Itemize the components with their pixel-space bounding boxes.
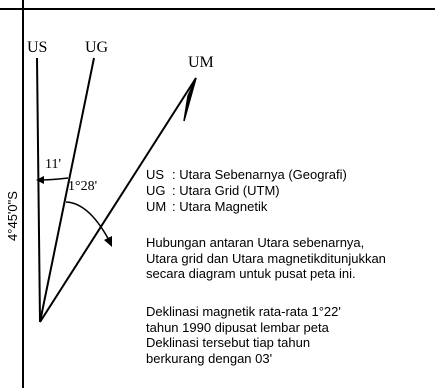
legend-text: : Utara Magnetik bbox=[172, 199, 268, 214]
description-paragraph: Hubungan antaran Utara sebenarnya, Utara… bbox=[146, 235, 386, 282]
latitude-label: 4°45'0"S bbox=[5, 191, 20, 241]
true-north-line bbox=[36, 57, 41, 323]
legend-row-us: US : Utara Sebenarnya (Geografi) bbox=[146, 167, 347, 182]
magnetic-north-arrowhead bbox=[183, 77, 197, 122]
angle-arc-ug-um bbox=[65, 201, 112, 245]
legend-code: UM bbox=[146, 199, 167, 214]
magnetic-north-label: UM bbox=[188, 54, 214, 71]
declination-line: berkurang dengan 03' bbox=[146, 350, 273, 366]
angle-arc-ug-um-arrowhead bbox=[104, 236, 112, 247]
magnetic-north-line bbox=[39, 77, 197, 323]
grid-north-line bbox=[39, 57, 95, 323]
legend-text: : Utara Grid (UTM) bbox=[172, 183, 280, 198]
declination-paragraph: Deklinasi magnetik rata-rata 1°22' tahun… bbox=[146, 304, 341, 366]
declination-line: tahun 1990 dipusat lembar peta bbox=[146, 319, 329, 335]
grid-north-label: UG bbox=[85, 39, 109, 56]
legend-code: US bbox=[146, 167, 165, 182]
legend-row-um: UM : Utara Magnetik bbox=[146, 199, 267, 214]
true-north-label: US bbox=[27, 39, 47, 56]
description-line: secara diagram untuk pusat peta ini. bbox=[146, 266, 356, 281]
legend-text: : Utara Sebenarnya (Geografi) bbox=[172, 167, 347, 182]
description-line: Utara grid dan Utara magnetikditunjukkan bbox=[146, 250, 386, 266]
declination-line: Deklinasi magnetik rata-rata 1°22' bbox=[146, 304, 341, 319]
declination-line: Deklinasi tersebut tiap tahun bbox=[146, 335, 311, 350]
angle-us-ug-label: 11' bbox=[45, 157, 61, 172]
angle-arc-us-ug-arrowhead bbox=[36, 176, 44, 184]
angle-ug-um-label: 1°28' bbox=[68, 179, 97, 194]
legend-code: UG bbox=[146, 183, 166, 198]
description-line: Hubungan antaran Utara sebenarnya, bbox=[146, 235, 365, 250]
legend-row-ug: UG : Utara Grid (UTM) bbox=[146, 183, 280, 198]
